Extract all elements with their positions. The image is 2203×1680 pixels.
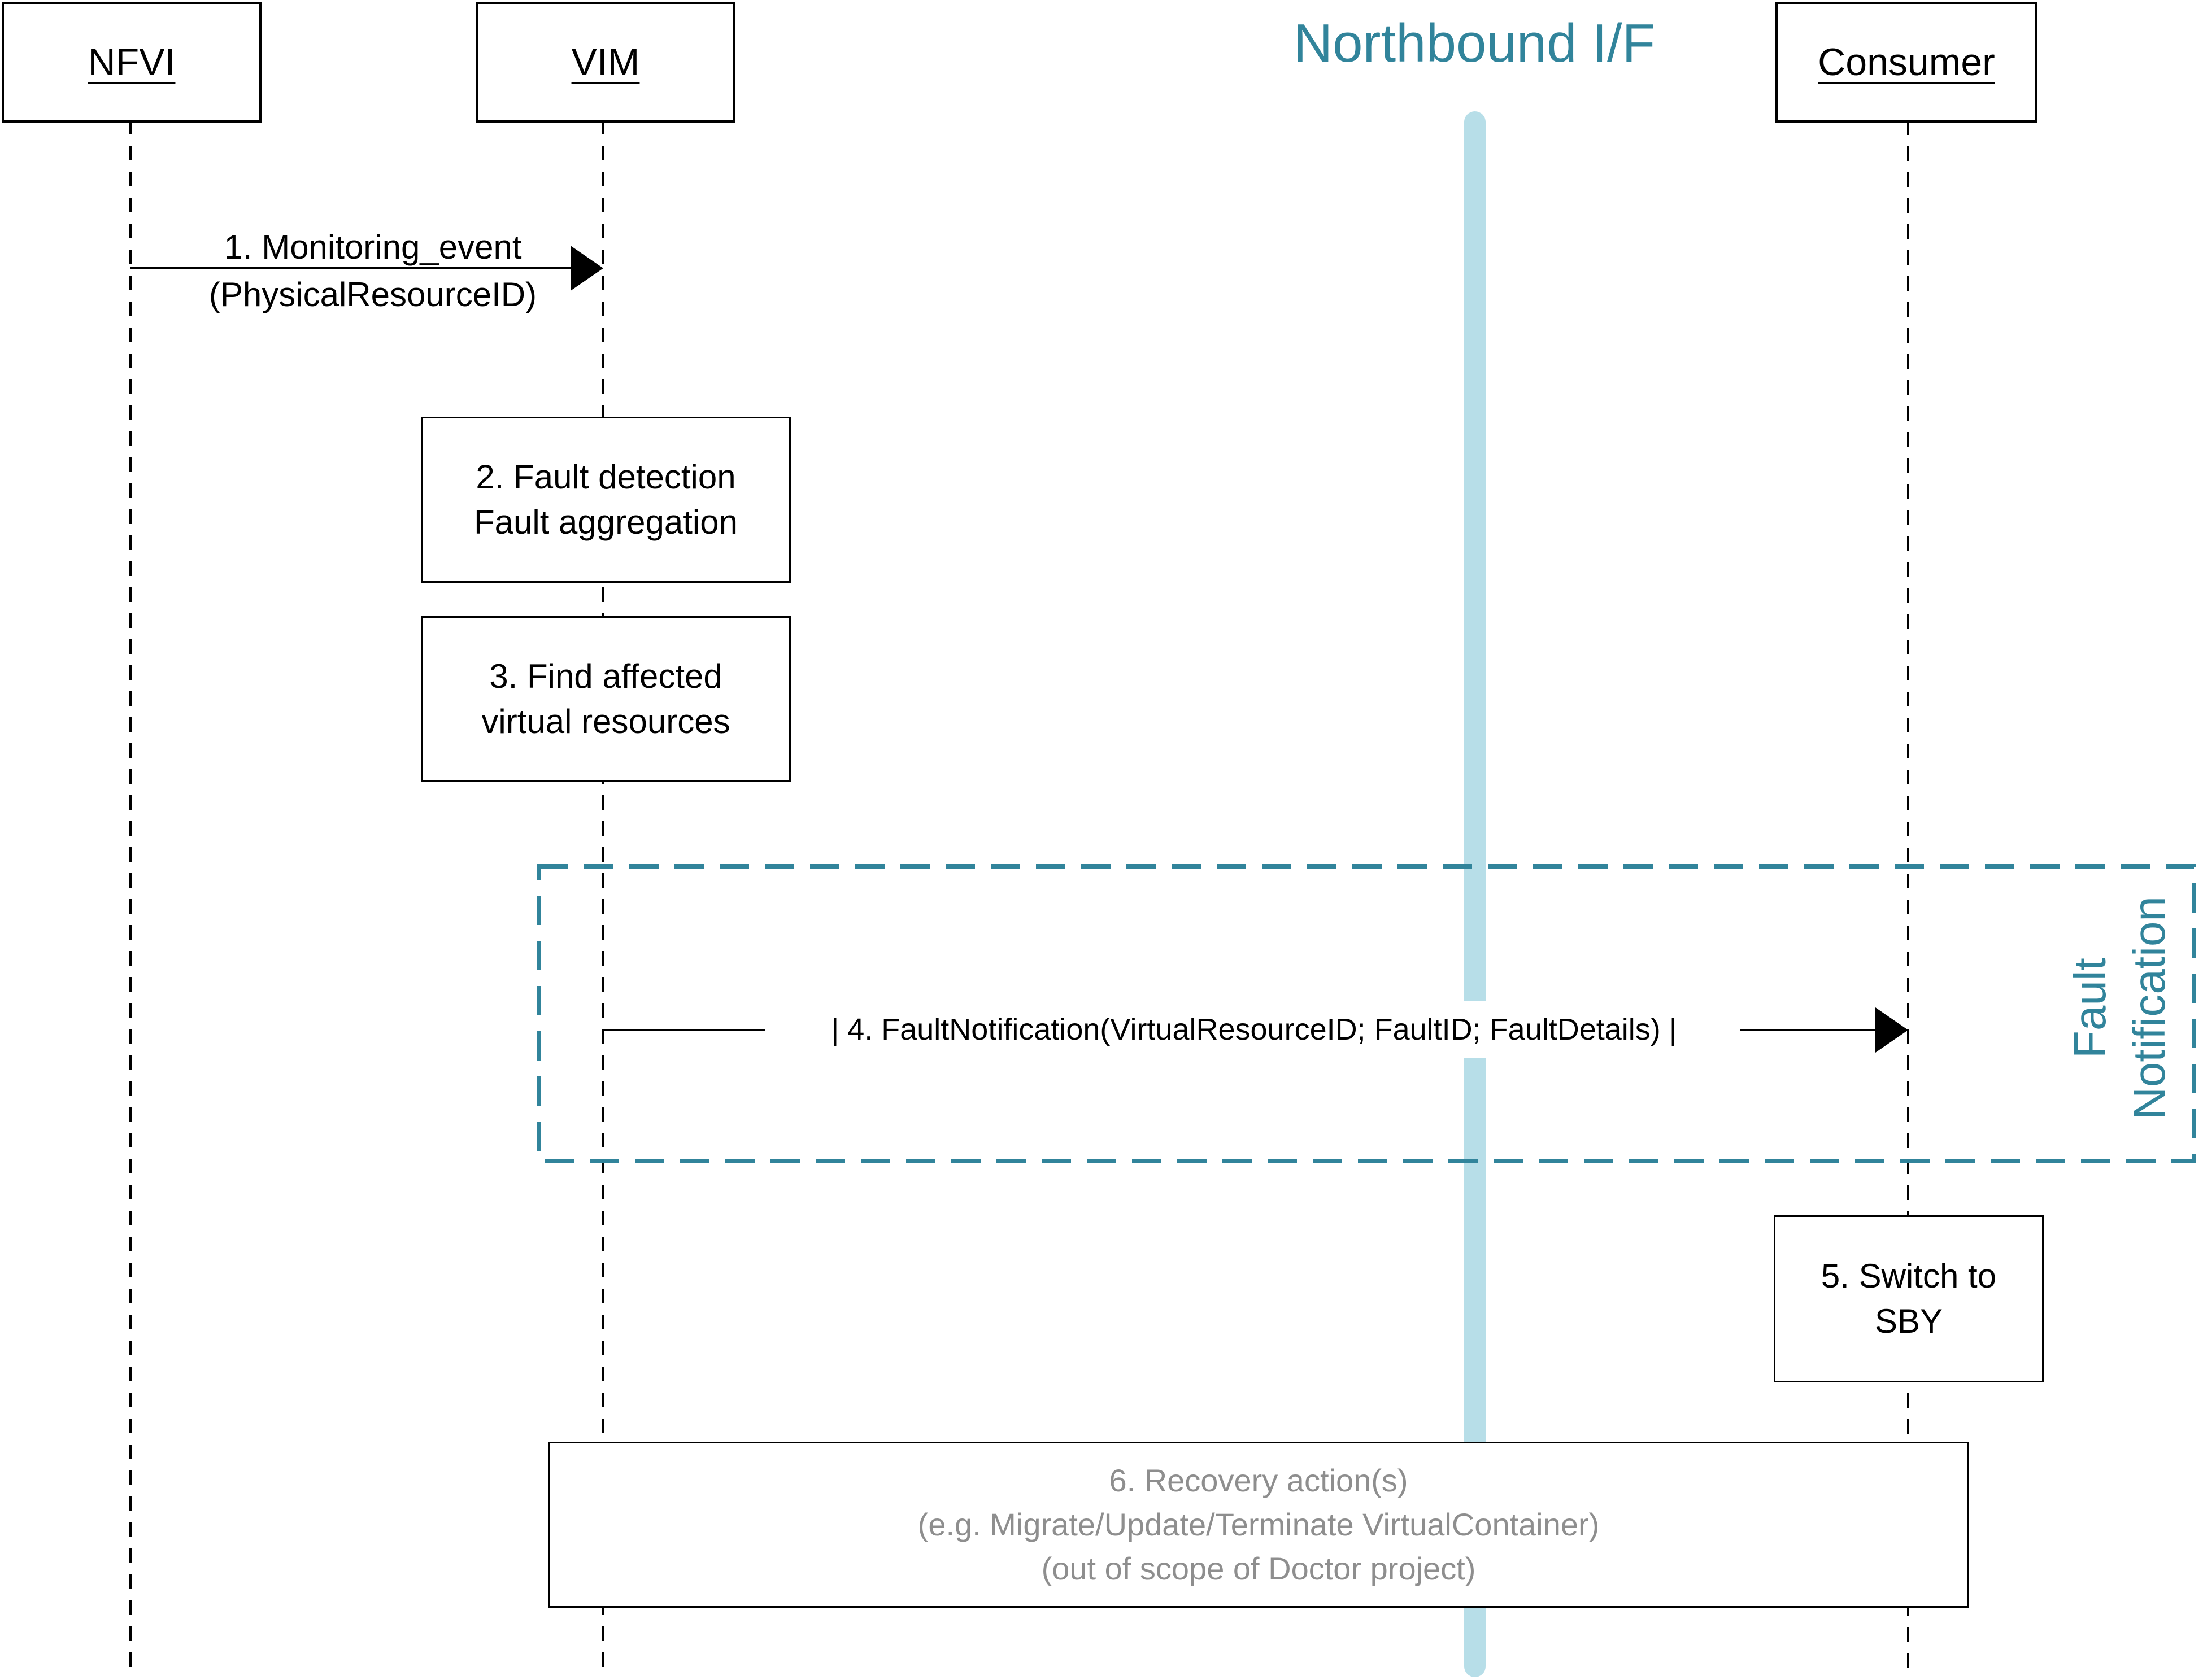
fault-notification-label: Fault Notification xyxy=(2049,861,2190,1155)
step-6-line3: (out of scope of Doctor project) xyxy=(1041,1551,1476,1586)
message-1-label-line2: (PhysicalResourceID) xyxy=(208,276,537,313)
actor-box-vim: VIM xyxy=(476,2,735,123)
step-box-5: 5. Switch to SBY xyxy=(1774,1215,2044,1382)
step-3-line2: virtual resources xyxy=(481,702,730,740)
message-4-line-right xyxy=(1740,1029,1908,1031)
message-4-line-left xyxy=(603,1029,768,1031)
step-box-3: 3. Find affected virtual resources xyxy=(421,616,791,782)
lifeline-consumer xyxy=(1907,120,1909,1673)
step-6-line2: (e.g. Migrate/Update/Terminate VirtualCo… xyxy=(917,1507,1600,1542)
step-5-line2: SBY xyxy=(1874,1302,1943,1340)
step-2-line2: Fault aggregation xyxy=(474,503,738,541)
step-box-6: 6. Recovery action(s) (e.g. Migrate/Upda… xyxy=(548,1442,1969,1608)
step-5-line1: 5. Switch to xyxy=(1821,1257,1997,1295)
fault-notification-region-border xyxy=(537,864,2196,1163)
lifeline-nfvi xyxy=(129,120,132,1673)
step-box-2: 2. Fault detection Fault aggregation xyxy=(421,417,791,583)
step-3-line1: 3. Find affected xyxy=(489,657,722,695)
northbound-title: Northbound I/F xyxy=(1293,13,1656,73)
actor-label-nfvi: NFVI xyxy=(88,41,176,84)
step-6-line1: 6. Recovery action(s) xyxy=(1109,1463,1408,1498)
message-1-line xyxy=(130,267,571,269)
message-1-arrowhead-icon xyxy=(571,246,603,291)
message-1-label: 1. Monitoring_event (PhysicalResourceID) xyxy=(186,224,559,318)
lifeline-vim xyxy=(602,120,604,1673)
northbound-interface-line xyxy=(1464,111,1486,1677)
fault-notification-label-line1: Fault xyxy=(2065,958,2115,1058)
actor-label-vim: VIM xyxy=(571,41,640,84)
step-2-line1: 2. Fault detection xyxy=(476,458,736,496)
fault-notification-region xyxy=(537,864,2196,1163)
actor-label-consumer: Consumer xyxy=(1818,41,1995,84)
actor-box-consumer: Consumer xyxy=(1775,2,2037,123)
message-1-label-line1: 1. Monitoring_event xyxy=(224,228,522,266)
actor-box-nfvi: NFVI xyxy=(2,2,262,123)
message-4-label: | 4. FaultNotification(VirtualResourceID… xyxy=(765,1001,1743,1058)
fault-notification-label-line2: Notification xyxy=(2124,896,2174,1120)
message-4-arrowhead-icon xyxy=(1875,1007,1908,1053)
